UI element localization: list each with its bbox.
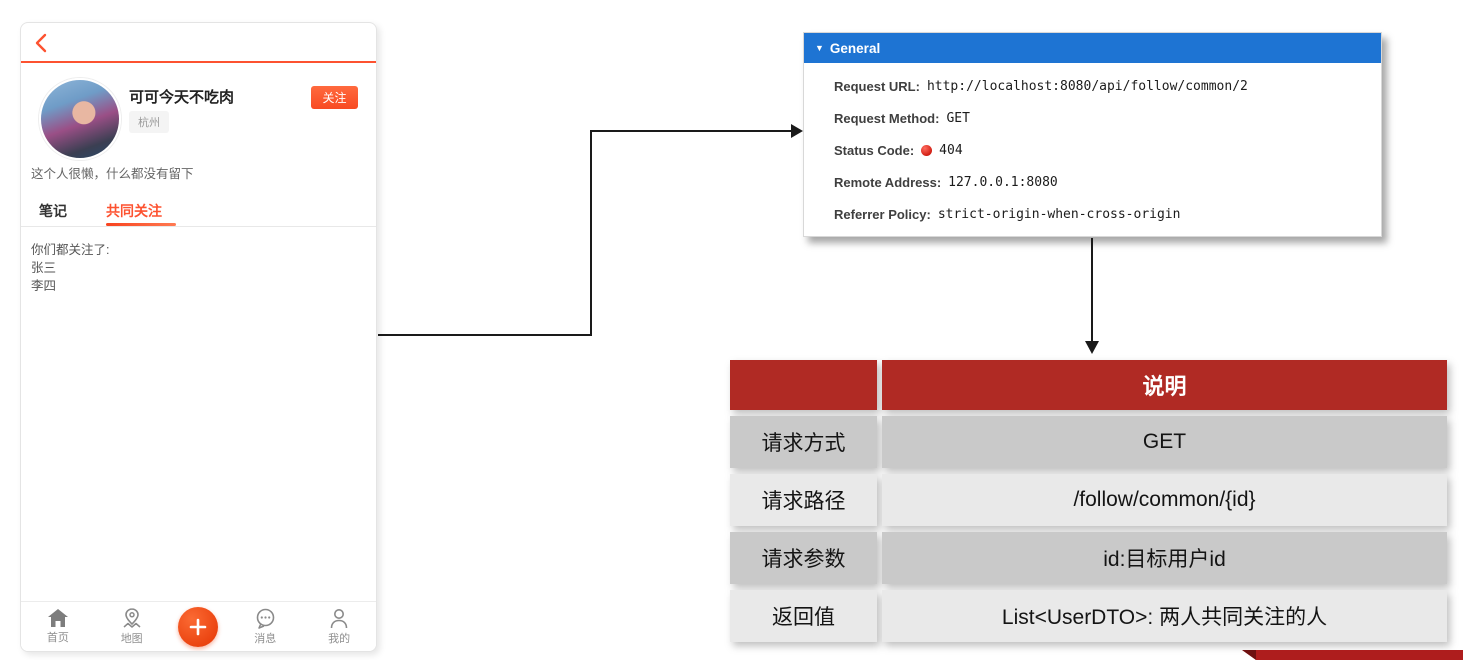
avatar[interactable] bbox=[39, 78, 121, 160]
table-cell-value: List<UserDTO>: 两人共同关注的人 bbox=[882, 590, 1447, 642]
table-cell-value: GET bbox=[882, 416, 1447, 468]
nav-item-messages[interactable]: 消息 bbox=[238, 608, 292, 646]
plus-icon bbox=[190, 618, 207, 635]
nav-label: 消息 bbox=[254, 632, 277, 645]
devtools-body: Request URL: http://localhost:8080/api/f… bbox=[804, 63, 1381, 230]
profile-name: 可可今天不吃肉 bbox=[129, 89, 235, 106]
status-dot-red-icon bbox=[921, 144, 933, 156]
devtools-row-remote-address: Remote Address: 127.0.0.1:8080 bbox=[834, 166, 1381, 198]
devtools-panel: ▼ General Request URL: http://localhost:… bbox=[803, 32, 1382, 237]
tab-common-follow[interactable]: 共同关注 bbox=[106, 203, 162, 219]
table-cell-key: 返回值 bbox=[730, 590, 877, 642]
table-header-cell-empty bbox=[730, 360, 877, 410]
profile-bio: 这个人很懒，什么都没有留下 bbox=[31, 167, 194, 181]
chat-icon bbox=[256, 608, 275, 629]
list-item: 李四 bbox=[31, 279, 57, 293]
nav-label: 首页 bbox=[46, 632, 69, 644]
location-tag: 杭州 bbox=[129, 111, 169, 133]
table-cell-value: id:目标用户id bbox=[882, 532, 1447, 584]
back-icon bbox=[35, 33, 47, 53]
caret-down-icon: ▼ bbox=[815, 43, 824, 53]
field-value: GET bbox=[946, 110, 970, 126]
api-spec-table: 说明 请求方式 GET 请求路径 /follow/common/{id} 请求参… bbox=[730, 360, 1447, 642]
add-post-button[interactable] bbox=[178, 606, 219, 647]
bottom-navbar: 首页 地图 bbox=[21, 601, 376, 651]
field-label: Request URL: bbox=[834, 78, 920, 94]
nav-label: 我的 bbox=[328, 632, 351, 645]
common-follow-heading: 你们都关注了: bbox=[31, 243, 110, 257]
nav-item-home[interactable]: 首页 bbox=[31, 608, 85, 645]
table-header-cell-description: 说明 bbox=[882, 360, 1447, 410]
arrow-phone-to-devtools bbox=[378, 130, 792, 336]
nav-label: 地图 bbox=[120, 632, 143, 645]
tabs-divider bbox=[21, 226, 376, 227]
field-label: Status Code: bbox=[834, 142, 915, 158]
profile-tabs: 笔记 共同关注 bbox=[21, 199, 376, 227]
back-button[interactable] bbox=[29, 30, 55, 56]
watermark-ribbon bbox=[1242, 650, 1463, 660]
field-label: Referrer Policy: bbox=[834, 206, 931, 222]
field-value: 404 bbox=[939, 142, 963, 158]
table-cell-key: 请求方式 bbox=[730, 416, 877, 468]
table-cell-key: 请求路径 bbox=[730, 474, 877, 526]
field-value: 127.0.0.1:8080 bbox=[948, 174, 1058, 190]
devtools-row-referrer-policy: Referrer Policy: strict-origin-when-cros… bbox=[834, 198, 1381, 230]
devtools-general-header[interactable]: ▼ General bbox=[804, 33, 1381, 63]
phone-topbar bbox=[21, 23, 376, 61]
person-icon bbox=[330, 608, 348, 628]
arrowhead-right bbox=[791, 124, 803, 138]
devtools-row-status-code: Status Code: 404 bbox=[834, 134, 1381, 166]
common-follow-list: 你们都关注了: 张三 李四 bbox=[31, 241, 109, 295]
field-label: Request Method: bbox=[834, 110, 940, 126]
list-item: 张三 bbox=[31, 261, 57, 275]
arrowhead-down bbox=[1085, 341, 1099, 354]
follow-button[interactable]: 关注 bbox=[311, 86, 358, 109]
table-cell-key: 请求参数 bbox=[730, 532, 877, 584]
field-value: strict-origin-when-cross-origin bbox=[937, 206, 1181, 222]
devtools-row-request-url: Request URL: http://localhost:8080/api/f… bbox=[834, 70, 1381, 102]
header-divider bbox=[21, 61, 376, 63]
devtools-row-request-method: Request Method: GET bbox=[834, 102, 1381, 134]
tab-notes[interactable]: 笔记 bbox=[39, 203, 67, 219]
field-value: http://localhost:8080/api/follow/common/… bbox=[926, 78, 1248, 94]
home-icon bbox=[47, 609, 68, 627]
devtools-section-title: General bbox=[829, 40, 881, 56]
nav-item-map[interactable]: 地图 bbox=[105, 607, 159, 646]
field-label: Remote Address: bbox=[834, 174, 942, 190]
phone-profile-card: 可可今天不吃肉 杭州 关注 这个人很懒，什么都没有留下 笔记 共同关注 你们都关… bbox=[20, 22, 377, 652]
active-tab-underline bbox=[106, 223, 176, 226]
map-pin-icon bbox=[123, 607, 141, 628]
table-cell-value: /follow/common/{id} bbox=[882, 474, 1447, 526]
nav-item-mine[interactable]: 我的 bbox=[312, 608, 366, 646]
